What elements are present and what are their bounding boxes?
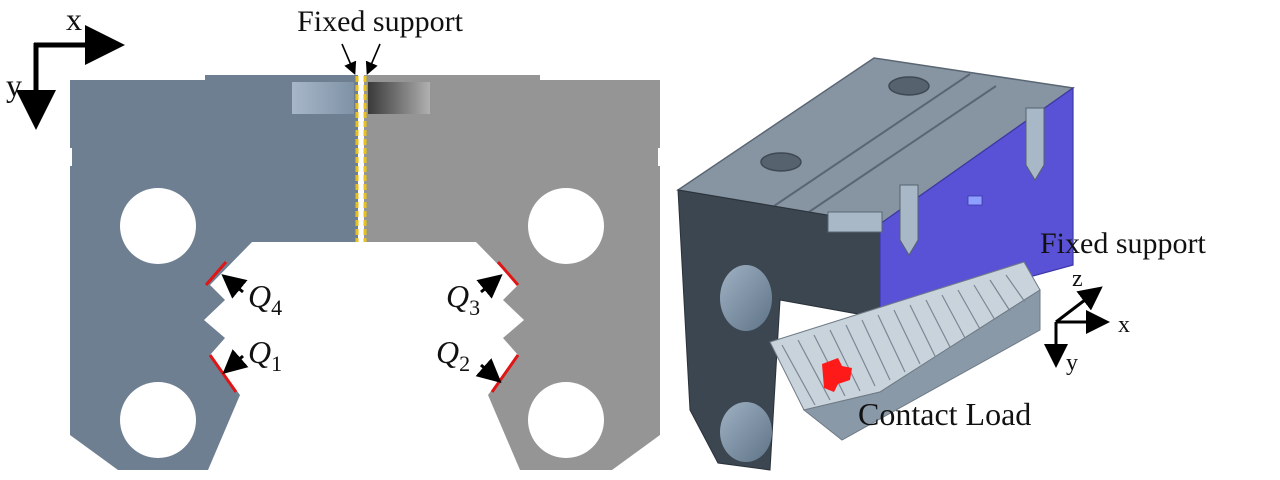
part-right-half	[364, 75, 660, 470]
fixed-face-marker	[967, 195, 983, 206]
q1-arrow	[222, 349, 249, 374]
fixed-support-label-left: Fixed support	[297, 5, 464, 38]
front-hole-lower	[720, 402, 772, 462]
top-groove-2	[799, 85, 997, 219]
axis3d-x-label: x	[1118, 312, 1130, 338]
q4-contact-face	[204, 261, 228, 286]
fixed-support-arrow-left	[341, 43, 357, 75]
bolt-slot-left	[292, 82, 354, 114]
side-notch-right	[658, 148, 668, 166]
q3-arrow	[476, 274, 503, 299]
left-view: Fixed support x y Q4 Q1 Q3 Q2	[6, 1, 668, 470]
axis3d-z-arrow	[1055, 286, 1103, 324]
fixed-support-label-right: Fixed support	[1040, 227, 1207, 260]
top-hole-1	[760, 152, 802, 172]
hole-bottom-left	[120, 382, 196, 458]
axis3d-z-label: z	[1072, 266, 1083, 292]
counterbore	[827, 211, 883, 233]
top-groove-1	[773, 73, 971, 207]
q2-contact-face	[490, 354, 520, 393]
q4-label: Q4	[248, 278, 282, 320]
right-view: Fixed support Contact Load z x y	[676, 57, 1207, 471]
hole-top-right	[528, 188, 604, 264]
axis3d-y-label: y	[1066, 350, 1078, 376]
side-notch-left	[62, 148, 72, 166]
bolt-slot-right	[368, 82, 430, 114]
q3-contact-face	[496, 261, 520, 286]
q3-label: Q3	[446, 278, 480, 320]
axis-x-label: x	[66, 1, 82, 37]
fixed-support-arrow-right	[365, 43, 381, 75]
rail-teeth	[781, 274, 1026, 406]
contact-load-patch	[822, 358, 852, 392]
hole-bottom-right	[528, 382, 604, 458]
q1-label: Q1	[248, 334, 282, 376]
section-bolt-1	[899, 184, 919, 256]
rail-underside	[802, 289, 1041, 441]
hole-top-left	[120, 188, 196, 264]
q2-arrow	[475, 358, 502, 383]
axis-y-label: y	[6, 67, 22, 103]
section-bolt-2	[1025, 107, 1045, 181]
top-hole-2	[888, 76, 930, 96]
part-left-half	[70, 75, 358, 470]
front-hole-upper	[720, 265, 772, 331]
contact-load-label: Contact Load	[858, 396, 1031, 432]
q2-label: Q2	[436, 334, 470, 376]
q4-arrow	[221, 274, 248, 299]
